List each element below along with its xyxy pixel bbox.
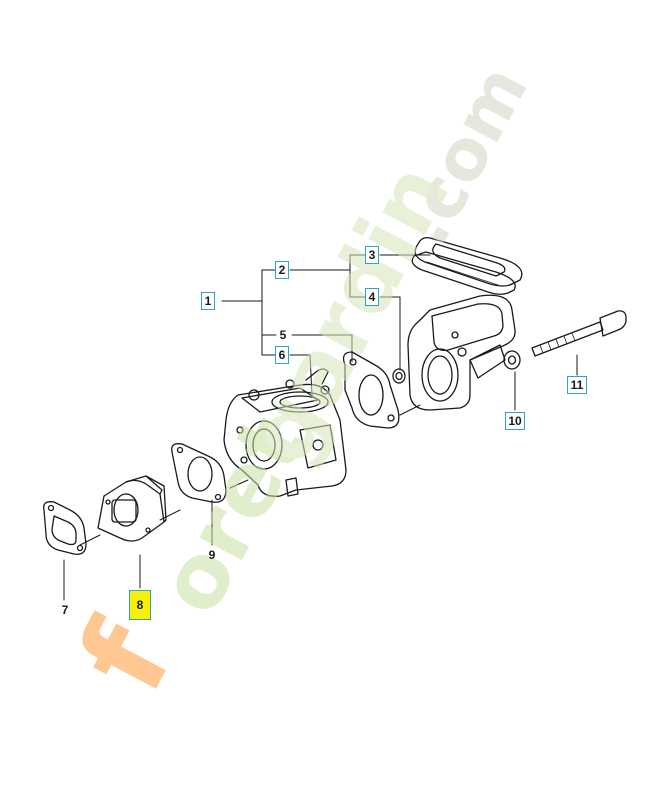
callout-3[interactable]: 3 <box>365 246 379 264</box>
callout-1[interactable]: 1 <box>201 292 215 310</box>
callout-7[interactable]: 7 <box>61 603 69 617</box>
callout-8-highlighted[interactable]: 8 <box>129 590 151 620</box>
callout-5[interactable]: 5 <box>279 328 287 342</box>
callout-10[interactable]: 10 <box>505 412 525 430</box>
part-8-insulator <box>97 475 167 542</box>
callout-9[interactable]: 9 <box>208 548 216 562</box>
carburetor <box>223 368 347 497</box>
part-9-gasket <box>171 443 227 503</box>
leader-lines <box>63 254 578 601</box>
part-4-o-ring <box>392 368 406 384</box>
part-5-gasket <box>342 351 400 429</box>
part-11-bolt <box>531 310 627 357</box>
callout-2[interactable]: 2 <box>275 261 289 279</box>
callout-6[interactable]: 6 <box>275 346 289 364</box>
callout-4[interactable]: 4 <box>365 288 379 306</box>
callout-11[interactable]: 11 <box>567 376 587 394</box>
part-3-rubber-boot <box>411 236 523 295</box>
part-7-gasket <box>43 501 87 555</box>
part-10-washer <box>503 350 521 370</box>
intake-manifold <box>407 294 516 411</box>
